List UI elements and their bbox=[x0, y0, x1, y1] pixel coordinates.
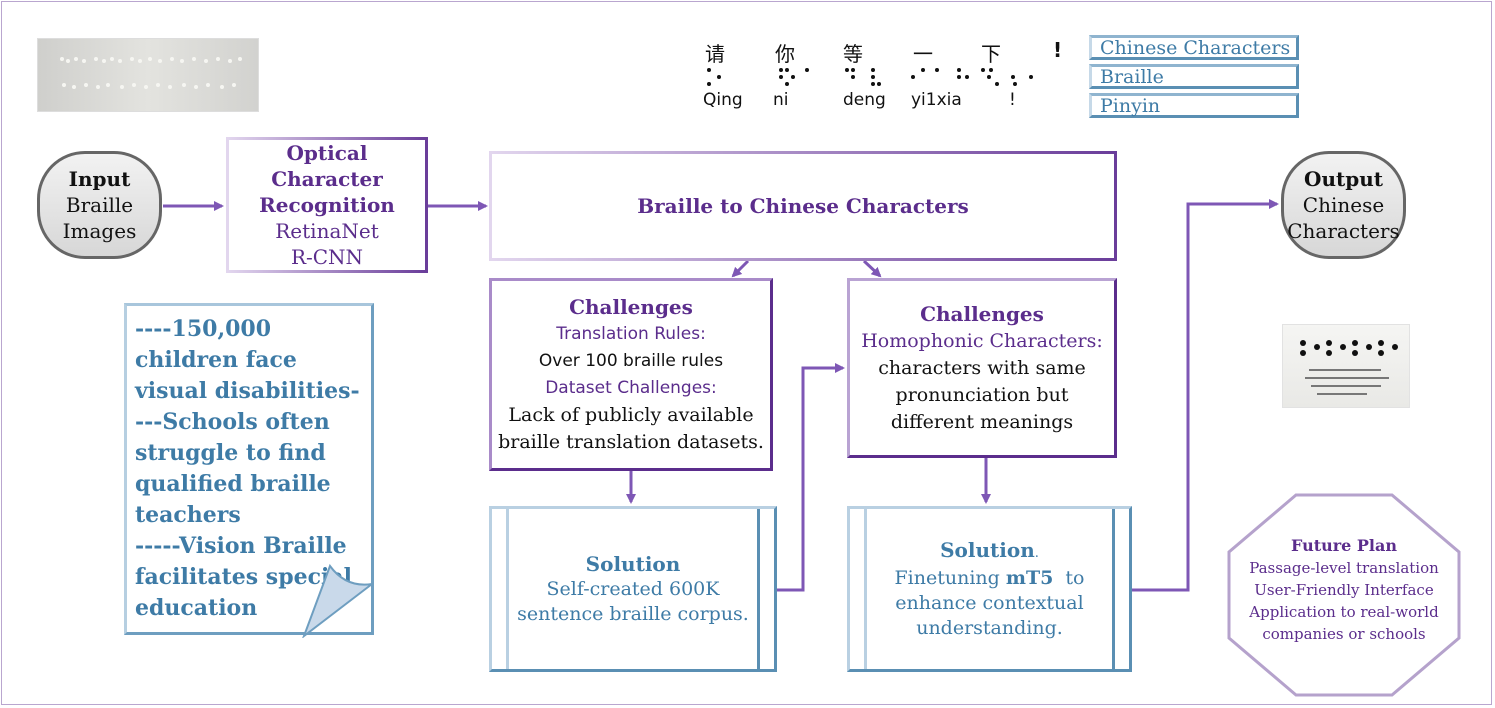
motivation-note: ----150,000 children face visual disabil… bbox=[124, 303, 374, 635]
challenge1-box: Challenges Translation Rules: Over 100 b… bbox=[489, 278, 773, 471]
braille-example: 请 你 等 一 下 ! Qing ni deng yi1xia ! bbox=[697, 38, 1079, 112]
legend-braille: Braille bbox=[1089, 64, 1299, 89]
legend-pinyin: Pinyin bbox=[1089, 93, 1299, 118]
example-pinyin-3: deng bbox=[843, 90, 886, 110]
example-braille-dots bbox=[707, 68, 1033, 86]
challenge1-sub2: Dataset Challenges: bbox=[545, 377, 717, 398]
challenge2-text3: different meanings bbox=[890, 410, 1074, 433]
future-plan-box: Future Plan Passage-level translation Us… bbox=[1226, 492, 1462, 698]
example-char-4: 一 bbox=[913, 42, 933, 66]
ocr-title-line3: Recognition bbox=[259, 193, 395, 217]
arrow-solution2-to-output bbox=[1132, 199, 1279, 592]
legend-chinese-characters: Chinese Characters bbox=[1089, 35, 1299, 60]
challenge1-text2b: braille translation datasets. bbox=[498, 430, 764, 453]
solution1-box: Solution Self-created 600K sentence brai… bbox=[489, 506, 777, 672]
future-plan-item: User-Friendly Interface bbox=[1254, 581, 1434, 599]
ocr-title-line2: Character bbox=[271, 167, 383, 191]
example-char-3: 等 bbox=[843, 42, 863, 66]
example-pinyin-5: ! bbox=[1009, 90, 1016, 110]
challenge1-text2a: Lack of publicly available bbox=[508, 403, 754, 426]
solution2-box: Solution. Finetuning mT5 to enhance cont… bbox=[847, 506, 1132, 672]
solution1-left-stripe bbox=[506, 509, 509, 669]
braille-to-chinese-box: Braille to Chinese Characters bbox=[489, 151, 1117, 261]
challenge2-sub1: Homophonic Characters: bbox=[861, 329, 1103, 352]
challenge2-box: Challenges Homophonic Characters: charac… bbox=[847, 278, 1117, 458]
note-line: ---Schools often bbox=[135, 409, 330, 435]
future-plan-item: Passage-level translation bbox=[1249, 559, 1439, 577]
solution1-line2: sentence braille corpus. bbox=[517, 602, 749, 625]
solution2-line3: understanding. bbox=[916, 616, 1063, 639]
challenge1-sub1: Translation Rules: bbox=[556, 323, 706, 344]
braille-sample-dots bbox=[1300, 340, 1398, 395]
solution1-line1: Self-created 600K bbox=[546, 577, 720, 600]
example-pinyin-4: yi1xia bbox=[911, 90, 962, 110]
ocr-box: Optical Character Recognition RetinaNet … bbox=[226, 137, 428, 273]
braille-dots-pattern bbox=[60, 57, 242, 89]
braille-photo-image bbox=[37, 38, 259, 112]
main-title: Braille to Chinese Characters bbox=[637, 194, 969, 218]
ocr-model-retinanet: RetinaNet bbox=[275, 219, 379, 243]
example-pinyin-1: Qing bbox=[703, 90, 743, 110]
output-line1: Chinese bbox=[1302, 193, 1385, 217]
ocr-model-rcnn: R-CNN bbox=[290, 245, 364, 269]
output-title: Output bbox=[1304, 167, 1383, 191]
input-node: Input Braille Images bbox=[37, 151, 162, 259]
example-char-6: ! bbox=[1053, 38, 1063, 62]
solution2-title: Solution. bbox=[940, 537, 1039, 562]
note-line: -----Vision Braille bbox=[135, 533, 347, 559]
challenge1-title: Challenges bbox=[569, 294, 693, 319]
challenge2-text1: characters with same bbox=[878, 356, 1086, 379]
note-line: children face bbox=[135, 347, 297, 373]
example-char-1: 请 bbox=[705, 42, 725, 66]
future-plan-item: companies or schools bbox=[1262, 625, 1426, 643]
output-line2: Characters bbox=[1287, 219, 1400, 243]
solution1-title: Solution bbox=[585, 551, 681, 576]
solution2-left-stripe bbox=[864, 509, 867, 669]
note-line: visual disabilities- bbox=[135, 378, 360, 404]
example-char-5: 下 bbox=[981, 42, 1001, 66]
note-line: qualified braille bbox=[135, 471, 331, 497]
arrow-main-to-challenge1 bbox=[731, 259, 750, 278]
note-line: teachers bbox=[135, 502, 241, 528]
note-line: ----150,000 bbox=[135, 316, 272, 342]
solution2-line2: enhance contextual bbox=[895, 591, 1084, 614]
output-node: Output Chinese Characters bbox=[1281, 151, 1406, 259]
challenge1-text1: Over 100 braille rules bbox=[538, 350, 724, 371]
future-plan-octagon bbox=[1227, 493, 1461, 697]
solution2-right-stripe bbox=[1112, 509, 1115, 669]
input-line1: Braille bbox=[65, 193, 134, 217]
note-line: struggle to find bbox=[135, 440, 326, 466]
input-line2: Images bbox=[62, 219, 137, 243]
solution1-right-stripe bbox=[757, 509, 760, 669]
arrow-solution1-to-challenge2 bbox=[777, 363, 845, 592]
example-char-2: 你 bbox=[775, 42, 795, 66]
future-plan-item: Application to real-world bbox=[1249, 603, 1439, 621]
braille-sample-image bbox=[1282, 324, 1410, 408]
arrow-main-to-challenge2 bbox=[862, 259, 882, 278]
challenge2-title: Challenges bbox=[920, 301, 1044, 326]
future-plan-title: Future Plan bbox=[1290, 536, 1398, 555]
example-pinyin-2: ni bbox=[773, 90, 789, 110]
note-page-curl bbox=[302, 563, 373, 638]
solution2-line1: Finetuning mT5 to bbox=[894, 566, 1085, 589]
challenge2-text2: pronunciation but bbox=[895, 383, 1069, 406]
note-line: facilitates special bbox=[135, 564, 352, 590]
ocr-title-line1: Optical bbox=[286, 141, 368, 165]
input-title: Input bbox=[68, 167, 131, 191]
note-line: education bbox=[135, 595, 258, 621]
